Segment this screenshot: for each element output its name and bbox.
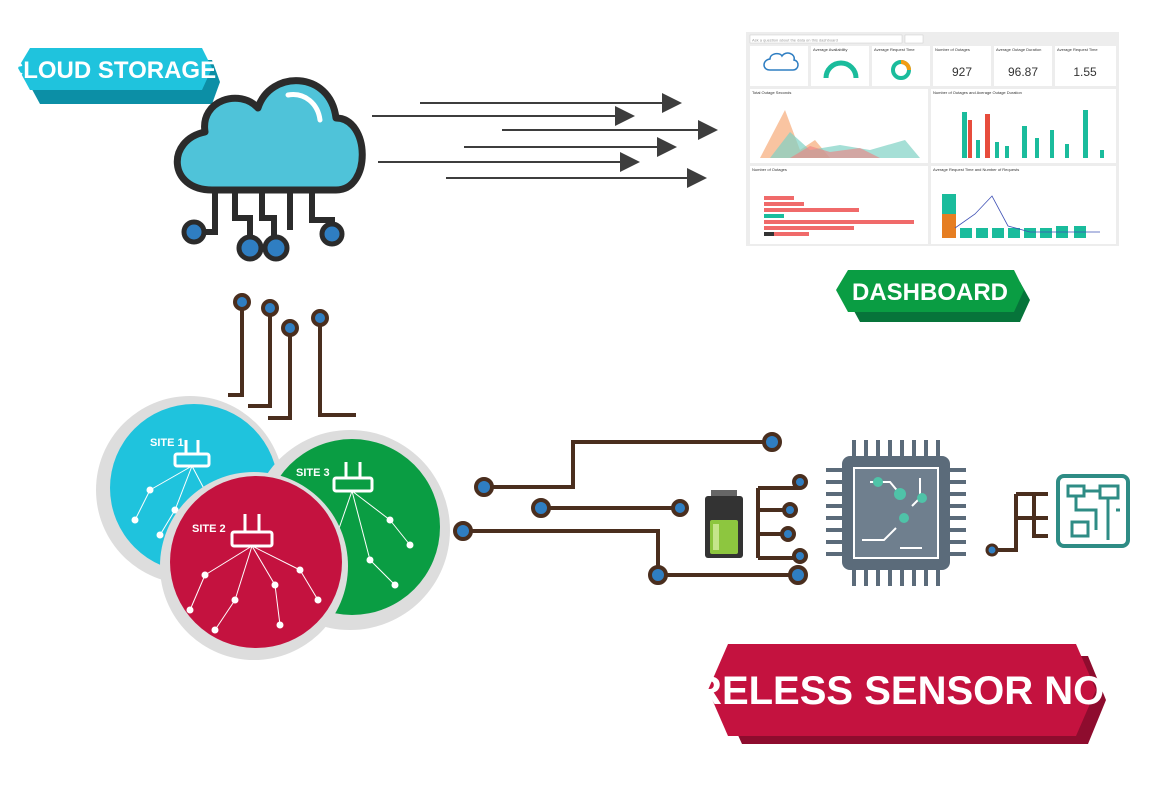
dashboard-search-placeholder: Ask a question about the data on this da… bbox=[752, 38, 838, 43]
svg-text:Average Availability: Average Availability bbox=[813, 47, 848, 52]
cloud-icon bbox=[173, 77, 366, 262]
svg-text:Average Request Time and Numbe: Average Request Time and Number of Reque… bbox=[933, 167, 1019, 172]
dashboard-banner: DASHBOARD bbox=[836, 270, 1030, 322]
svg-text:Number of Outages: Number of Outages bbox=[935, 47, 970, 52]
microchip-icon bbox=[826, 440, 966, 586]
dashboard-availability-tile bbox=[811, 46, 869, 86]
svg-text:Average Request Time: Average Request Time bbox=[874, 47, 915, 52]
dashboard-search-input[interactable] bbox=[749, 34, 903, 44]
dashboard-search-button[interactable] bbox=[904, 34, 924, 44]
circuit-board-icon bbox=[1056, 474, 1130, 548]
sensor-node-circuit bbox=[453, 432, 808, 585]
wireless-sensor-node-label: WIRELESS SENSOR NODE bbox=[644, 669, 1160, 713]
svg-text:Average Request Time: Average Request Time bbox=[1057, 47, 1098, 52]
dashboard-label: DASHBOARD bbox=[852, 279, 1008, 306]
cloud-storage-banner: CLOUD STORAGE bbox=[6, 48, 220, 104]
site-1-label: SITE 1 bbox=[150, 437, 184, 449]
site-2-label: SITE 2 bbox=[192, 523, 226, 535]
upload-arrows bbox=[372, 93, 718, 188]
dashboard-kpis: Number of Outages 927 Average Outage Dur… bbox=[933, 46, 1116, 86]
dashboard-logo-tile bbox=[750, 46, 808, 86]
kpi-request-time-value: 1.55 bbox=[1073, 65, 1097, 79]
svg-text:Number of Outages and Average: Number of Outages and Average Outage Dur… bbox=[933, 90, 1022, 95]
pcb-connector bbox=[985, 492, 1048, 557]
svg-text:Average Outage Duration: Average Outage Duration bbox=[996, 47, 1041, 52]
site-2: SITE 2 bbox=[160, 472, 348, 660]
dashboard-screenshot: Ask a question about the data on this da… bbox=[746, 32, 1119, 246]
kpi-outages-value: 927 bbox=[952, 65, 972, 79]
battery-icon bbox=[705, 490, 743, 558]
site-cloud-wires bbox=[228, 293, 356, 420]
dashboard-cloud-icon bbox=[763, 52, 799, 71]
kpi-duration-value: 96.87 bbox=[1008, 65, 1038, 79]
site-3-label: SITE 3 bbox=[296, 467, 330, 479]
svg-text:Number of Outages: Number of Outages bbox=[752, 167, 787, 172]
cloud-storage-label: CLOUD STORAGE bbox=[6, 57, 216, 84]
svg-text:Total Outage Seconds: Total Outage Seconds bbox=[752, 90, 791, 95]
site-3-router-icon bbox=[332, 462, 374, 493]
wireless-sensor-node-banner: WIRELESS SENSOR NODE bbox=[644, 644, 1160, 744]
